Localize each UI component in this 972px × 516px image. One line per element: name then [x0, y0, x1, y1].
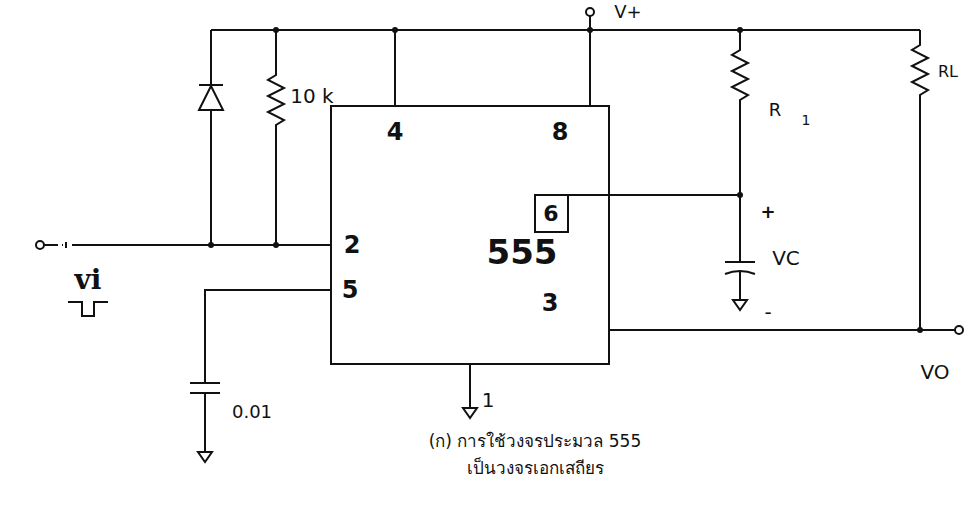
pin-number: 3 [542, 291, 559, 315]
resistor-symbol [268, 30, 284, 245]
pin-number: 6 [543, 203, 558, 225]
coupling-mark [62, 244, 63, 246]
component-label: 1 [802, 113, 811, 127]
diode-symbol [199, 85, 223, 110]
output-terminal [955, 326, 963, 334]
reset-wire [394, 30, 396, 105]
signal-name: VC [772, 248, 800, 268]
ground-symbol [463, 408, 477, 418]
polarity-sign: + [760, 203, 775, 221]
signal-name: vi [75, 266, 102, 294]
pin-number: 4 [387, 120, 404, 144]
resistor-symbol [912, 30, 928, 330]
input-terminal [36, 241, 44, 249]
pin-box [535, 195, 568, 232]
resistor-symbol [732, 30, 748, 195]
polarity-sign: - [764, 302, 771, 322]
ground-symbol [198, 452, 212, 462]
pin-number: 2 [344, 233, 361, 257]
diode-wire [210, 30, 212, 245]
threshold-wire [568, 194, 740, 196]
ground-symbol [733, 300, 747, 310]
junction-dot [587, 27, 593, 33]
component-label: R [769, 101, 782, 119]
junction-dot [208, 242, 214, 248]
component-label: RL [938, 64, 958, 80]
supply-label: V+ [614, 3, 641, 21]
junction-dot [392, 27, 398, 33]
junction-dot [737, 27, 743, 33]
control-capacitor [190, 290, 330, 452]
trigger-wire [44, 242, 330, 248]
figure-caption: (ก) การใช้วงจรประมวล 555 เป็นวงจรเอกเสถี… [420, 428, 650, 482]
pin-number: 8 [552, 120, 569, 144]
component-value: 0.01 [232, 403, 272, 421]
junction-dot [273, 242, 279, 248]
ground-wire [469, 365, 471, 408]
supply-terminal [586, 8, 594, 16]
pulse-symbol [68, 302, 108, 316]
ic-chip: 555 [330, 105, 610, 365]
pin-number: 5 [342, 278, 359, 302]
output-wire [610, 329, 955, 331]
junction-dot [917, 327, 923, 333]
signal-name: VO [920, 362, 949, 382]
chip-label: 555 [487, 232, 558, 272]
component-value: 10 k [290, 86, 333, 106]
junction-dot [273, 27, 279, 33]
supply-rail [211, 29, 920, 31]
pin-number: 1 [482, 390, 495, 410]
capacitor-symbol [725, 195, 755, 300]
junction-dot [737, 192, 743, 198]
